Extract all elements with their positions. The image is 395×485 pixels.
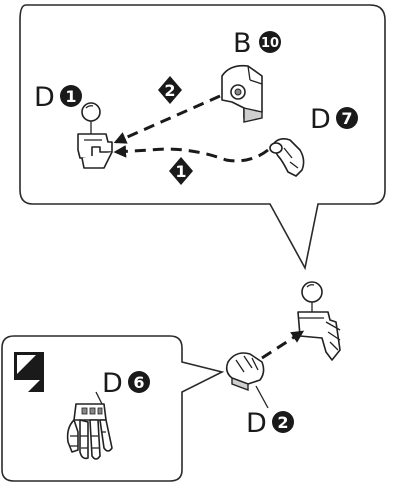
label-d6-number: 6 [133,373,144,392]
label-d1-number: 1 [65,87,76,106]
step-1-number: 1 [175,162,186,181]
label-b10-number: 10 [261,36,279,51]
label-d2-number: 2 [277,413,288,432]
label-b10-letter: B [233,28,252,59]
label-d2: D 2 [246,408,294,439]
part-assembled-hand [298,282,340,360]
callout-top-frame [20,5,385,268]
label-d7-letter: D [310,104,331,135]
label-d1-letter: D [34,82,55,113]
callout-bottom: D 6 [2,336,222,481]
part-d2-knuckle [227,353,264,390]
arrow-d2-to-hand [262,332,302,358]
label-d6-letter: D [102,368,123,399]
main-assembly: D 2 [227,282,340,439]
label-d2-letter: D [246,408,267,439]
callout-top: D 1 B 10 D 7 2 1 [20,5,385,268]
leader-d2 [256,386,268,408]
label-d7-number: 7 [341,109,352,128]
step-2-number: 2 [164,81,175,100]
